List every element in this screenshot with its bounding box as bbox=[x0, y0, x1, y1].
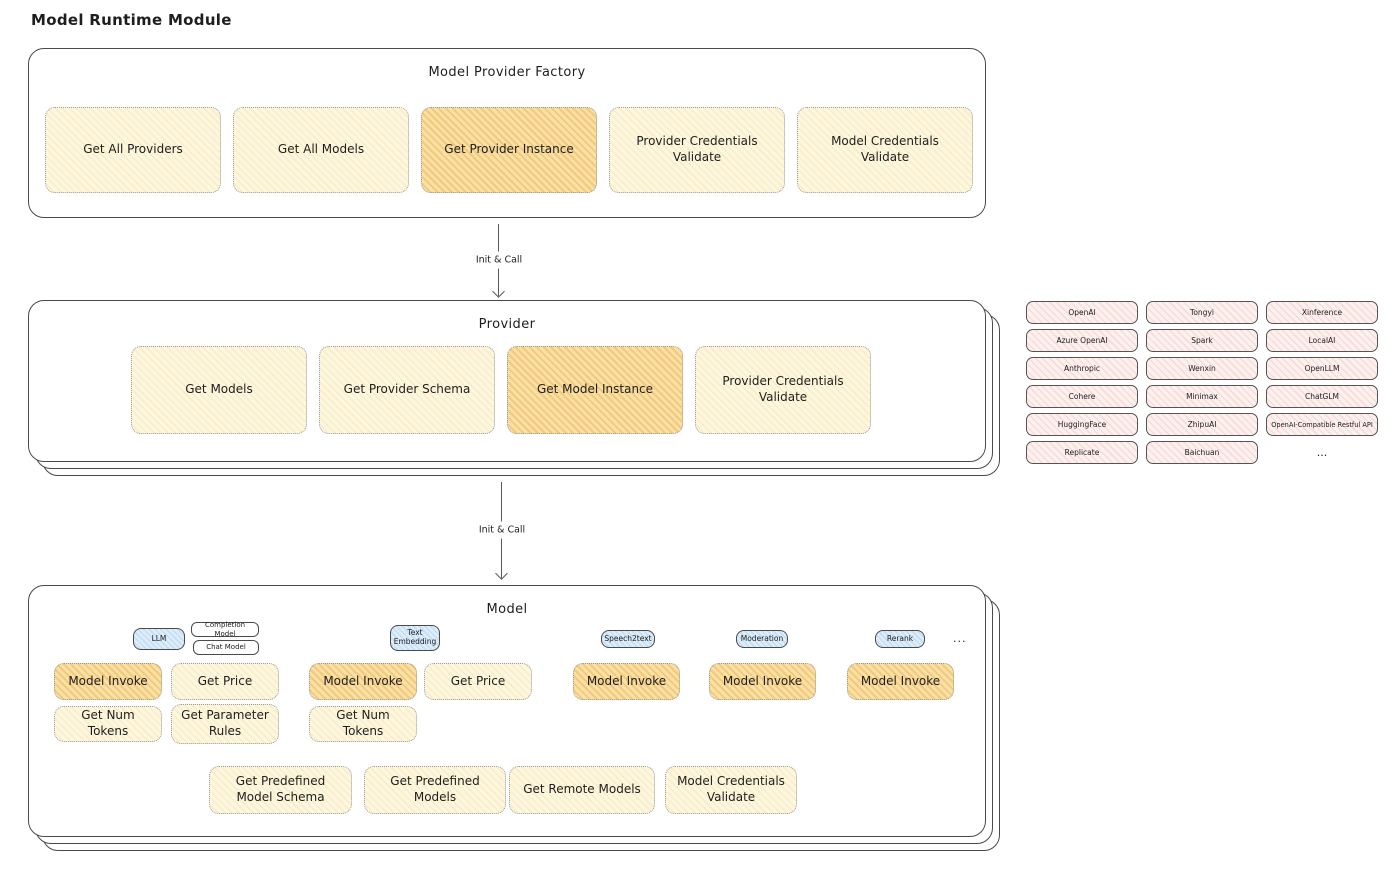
tag-speech2text: Speech2text bbox=[601, 630, 655, 648]
provider-chip-openllm: OpenLLM bbox=[1266, 357, 1378, 380]
provider-chip-anthropic: Anthropic bbox=[1026, 357, 1138, 380]
tag-rerank: Rerank bbox=[875, 630, 925, 648]
provider-chip-openai-compatible: OpenAI-Compatible Restful API bbox=[1266, 413, 1378, 436]
model-box-speech2text-model-invoke: Model Invoke bbox=[573, 663, 680, 700]
provider-title: Provider bbox=[478, 317, 536, 332]
diagram-title: Model Runtime Module bbox=[31, 11, 232, 29]
model-box-get-predefined-models: Get Predefined Models bbox=[364, 766, 506, 814]
tag-completion-model: Completion Model bbox=[191, 621, 259, 638]
model-box-llm-model-invoke: Model Invoke bbox=[54, 663, 162, 700]
model-box-llm-get-parameter-rules: Get Parameter Rules bbox=[171, 704, 279, 744]
provider-chip-chatglm: ChatGLM bbox=[1266, 385, 1378, 408]
model-box-embedding-model-invoke: Model Invoke bbox=[309, 663, 417, 700]
provider-list-more: ... bbox=[1316, 446, 1328, 459]
provider-chip-replicate: Replicate bbox=[1026, 441, 1138, 464]
provider-chip-baichuan: Baichuan bbox=[1146, 441, 1258, 464]
provider-box-get-models: Get Models bbox=[131, 346, 307, 434]
model-box-llm-get-price: Get Price bbox=[171, 663, 279, 700]
provider-chip-minimax: Minimax bbox=[1146, 385, 1258, 408]
factory-box-provider-credentials-validate: Provider Credentials Validate bbox=[609, 107, 785, 193]
provider-chip-tongyi: Tongyi bbox=[1146, 301, 1258, 324]
provider-chip-azure-openai: Azure OpenAI bbox=[1026, 329, 1138, 352]
provider-chip-huggingface: HuggingFace bbox=[1026, 413, 1138, 436]
model-box-get-predefined-model-schema: Get Predefined Model Schema bbox=[209, 766, 352, 814]
factory-box-model-credentials-validate: Model Credentials Validate bbox=[797, 107, 973, 193]
arrow-factory-to-provider: Init & Call bbox=[470, 224, 528, 296]
tag-text-embedding: Text Embedding bbox=[390, 625, 440, 651]
factory-box-get-all-models: Get All Models bbox=[233, 107, 409, 193]
provider-chip-xinference: Xinference bbox=[1266, 301, 1378, 324]
factory-container: Model Provider Factory Get All Providers… bbox=[28, 48, 986, 218]
provider-chip-zhipuai: ZhipuAI bbox=[1146, 413, 1258, 436]
model-box-embedding-get-price: Get Price bbox=[424, 663, 532, 700]
factory-title: Model Provider Factory bbox=[428, 65, 586, 80]
model-title: Model bbox=[486, 602, 528, 617]
model-container: Model LLM Completion Model Chat Model Te… bbox=[28, 585, 1000, 851]
provider-container: Provider Get Models Get Provider Schema … bbox=[28, 300, 1000, 476]
tag-chat-model: Chat Model bbox=[193, 640, 259, 655]
arrow-provider-to-model: Init & Call bbox=[473, 482, 531, 578]
factory-box-get-provider-instance: Get Provider Instance bbox=[421, 107, 597, 193]
provider-list-grid: OpenAI Tongyi Xinference Azure OpenAI Sp… bbox=[1026, 301, 1378, 464]
model-box-rerank-model-invoke: Model Invoke bbox=[847, 663, 954, 700]
model-tags-more: ... bbox=[953, 632, 967, 645]
arrow-label-init-call-2: Init & Call bbox=[473, 521, 531, 539]
model-box-get-remote-models: Get Remote Models bbox=[509, 766, 655, 814]
model-box-moderation-model-invoke: Model Invoke bbox=[709, 663, 816, 700]
provider-chip-openai: OpenAI bbox=[1026, 301, 1138, 324]
provider-box-get-provider-schema: Get Provider Schema bbox=[319, 346, 495, 434]
model-box-llm-get-num-tokens: Get Num Tokens bbox=[54, 706, 162, 742]
model-box-embedding-get-num-tokens: Get Num Tokens bbox=[309, 706, 417, 742]
factory-box-get-all-providers: Get All Providers bbox=[45, 107, 221, 193]
provider-box-get-model-instance: Get Model Instance bbox=[507, 346, 683, 434]
provider-chip-spark: Spark bbox=[1146, 329, 1258, 352]
provider-chip-wenxin: Wenxin bbox=[1146, 357, 1258, 380]
tag-moderation: Moderation bbox=[736, 630, 788, 648]
tag-llm: LLM bbox=[133, 628, 185, 650]
provider-chip-localai: LocalAI bbox=[1266, 329, 1378, 352]
provider-box-provider-credentials-validate: Provider Credentials Validate bbox=[695, 346, 871, 434]
model-box-model-credentials-validate: Model Credentials Validate bbox=[665, 766, 797, 814]
provider-chip-cohere: Cohere bbox=[1026, 385, 1138, 408]
arrow-label-init-call-1: Init & Call bbox=[470, 251, 528, 269]
